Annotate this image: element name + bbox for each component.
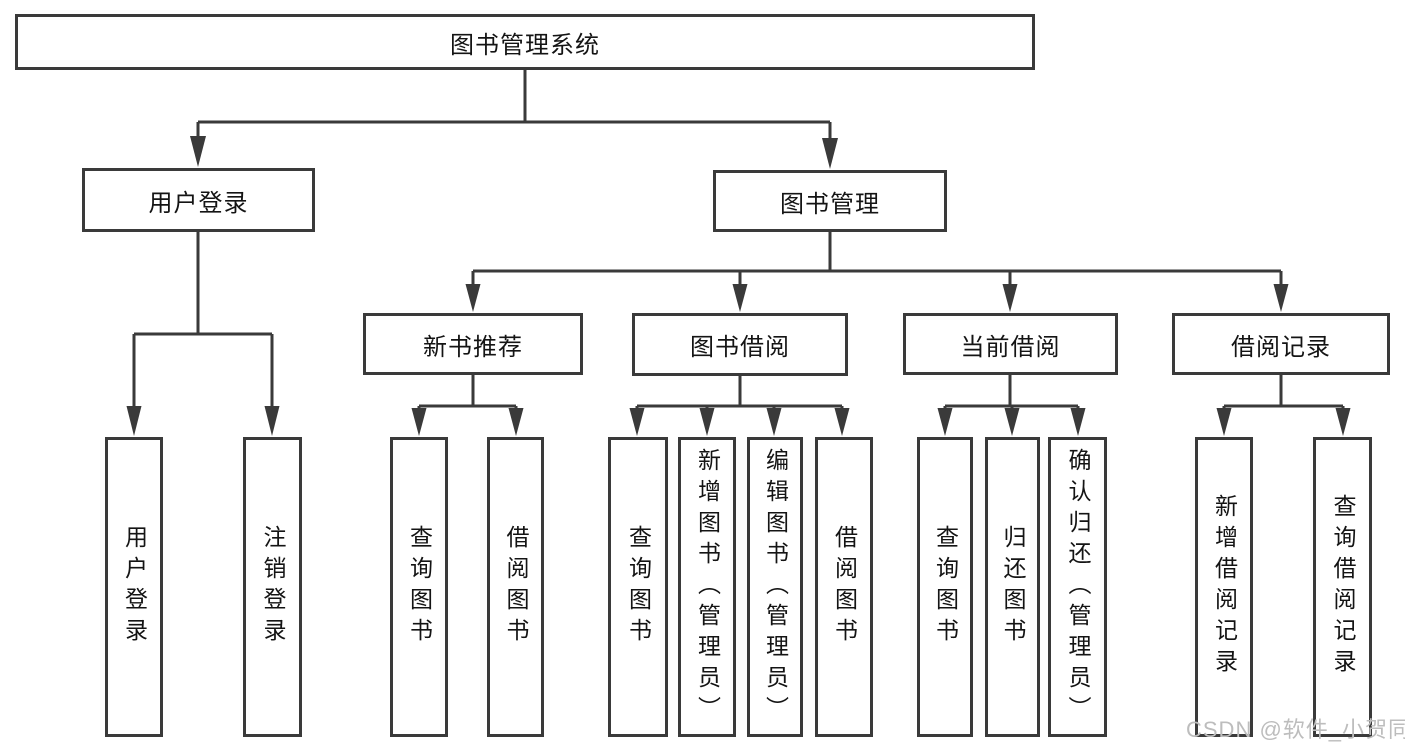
node-label: 查询图书 (625, 525, 652, 649)
node-label: 查询借阅记录 (1330, 494, 1356, 680)
leaf-confirm-return-admin: 确认归还（管理员） (1048, 437, 1107, 737)
node-label: 查询图书 (406, 525, 433, 649)
leaf-add-books-admin: 新增图书（管理员） (678, 437, 736, 737)
node-label: 查询图书 (932, 525, 959, 649)
node-label: 编辑图书（管理员） (762, 447, 789, 727)
leaf-borrow-books-1: 借阅图书 (487, 437, 544, 737)
leaf-edit-books-admin: 编辑图书（管理员） (747, 437, 803, 737)
node-label: 新增借阅记录 (1211, 494, 1238, 680)
leaf-return-books: 归还图书 (985, 437, 1040, 737)
leaf-query-borrow-record: 查询借阅记录 (1313, 437, 1372, 737)
node-label: 注销登录 (260, 525, 286, 649)
leaf-borrow-books-2: 借阅图书 (815, 437, 873, 737)
node-label: 确认归还（管理员） (1065, 447, 1091, 727)
node-book-borrowing: 图书借阅 (632, 313, 848, 376)
node-user-login-branch: 用户登录 (82, 168, 315, 232)
node-new-book-recommendation: 新书推荐 (363, 313, 583, 375)
leaf-query-books-3: 查询图书 (917, 437, 973, 737)
leaf-user-login: 用户登录 (105, 437, 163, 737)
node-label: 用户登录 (148, 189, 249, 217)
leaf-query-books-2: 查询图书 (608, 437, 668, 737)
leaf-add-borrow-record: 新增借阅记录 (1195, 437, 1253, 737)
node-root-library-management-system: 图书管理系统 (15, 14, 1035, 70)
node-borrowing-records: 借阅记录 (1172, 313, 1390, 375)
csdn-watermark: CSDN @软件_小贺同学 (1186, 717, 1405, 742)
arrowheads (126, 136, 1351, 436)
leaf-query-books-1: 查询图书 (390, 437, 448, 737)
node-label: 新增图书（管理员） (694, 447, 721, 727)
node-book-management-branch: 图书管理 (713, 170, 947, 232)
node-label: 借阅图书 (503, 525, 529, 649)
node-label: 当前借阅 (960, 333, 1061, 361)
node-label: 新书推荐 (423, 333, 523, 361)
node-label: 图书管理系统 (450, 31, 600, 59)
node-current-borrowing: 当前借阅 (903, 313, 1118, 375)
node-label: 图书借阅 (690, 334, 790, 361)
leaf-logout: 注销登录 (243, 437, 302, 737)
node-label: 归还图书 (1000, 525, 1026, 649)
node-label: 借阅图书 (831, 525, 858, 649)
node-label: 借阅记录 (1231, 333, 1331, 361)
node-label: 用户登录 (121, 525, 148, 649)
node-label: 图书管理 (780, 190, 880, 218)
